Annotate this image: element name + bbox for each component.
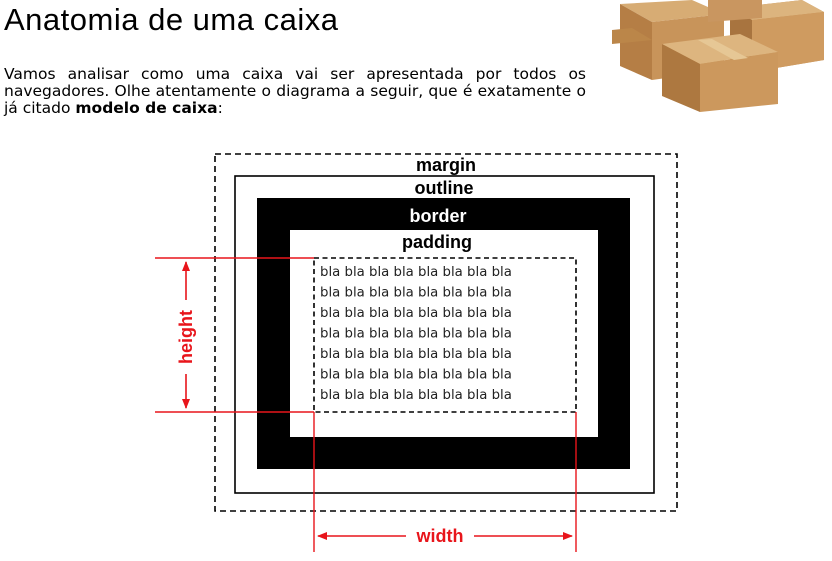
intro-text-end: :	[217, 99, 223, 117]
intro-paragraph: Vamos analisar como uma caixa vai ser ap…	[4, 66, 586, 117]
content-line: bla bla bla bla bla bla bla bla	[320, 265, 512, 280]
cardboard-boxes-image	[612, 0, 824, 112]
content-box	[313, 257, 577, 413]
content-line: bla bla bla bla bla bla bla bla	[320, 306, 512, 321]
margin-label: margin	[416, 155, 476, 175]
width-label: width	[416, 526, 464, 546]
outline-box	[234, 175, 655, 494]
height-label: height	[176, 310, 196, 364]
page-title: Anatomia de uma caixa	[4, 2, 339, 37]
content-line: bla bla bla bla bla bla bla bla	[320, 368, 512, 383]
outline-label: outline	[415, 178, 474, 198]
content-text: bla bla bla bla bla bla bla bla bla bla …	[320, 265, 512, 403]
intro-bold-term: modelo de caixa	[75, 99, 218, 117]
content-line: bla bla bla bla bla bla bla bla	[320, 347, 512, 362]
content-line: bla bla bla bla bla bla bla bla	[320, 286, 512, 301]
padding-box	[290, 230, 598, 437]
content-line: bla bla bla bla bla bla bla bla	[320, 327, 512, 342]
margin-box	[214, 153, 678, 512]
intro-text: Vamos analisar como uma caixa vai ser ap…	[4, 65, 586, 117]
padding-label: padding	[402, 232, 472, 252]
content-line: bla bla bla bla bla bla bla bla	[320, 388, 512, 403]
border-label: border	[409, 206, 466, 226]
